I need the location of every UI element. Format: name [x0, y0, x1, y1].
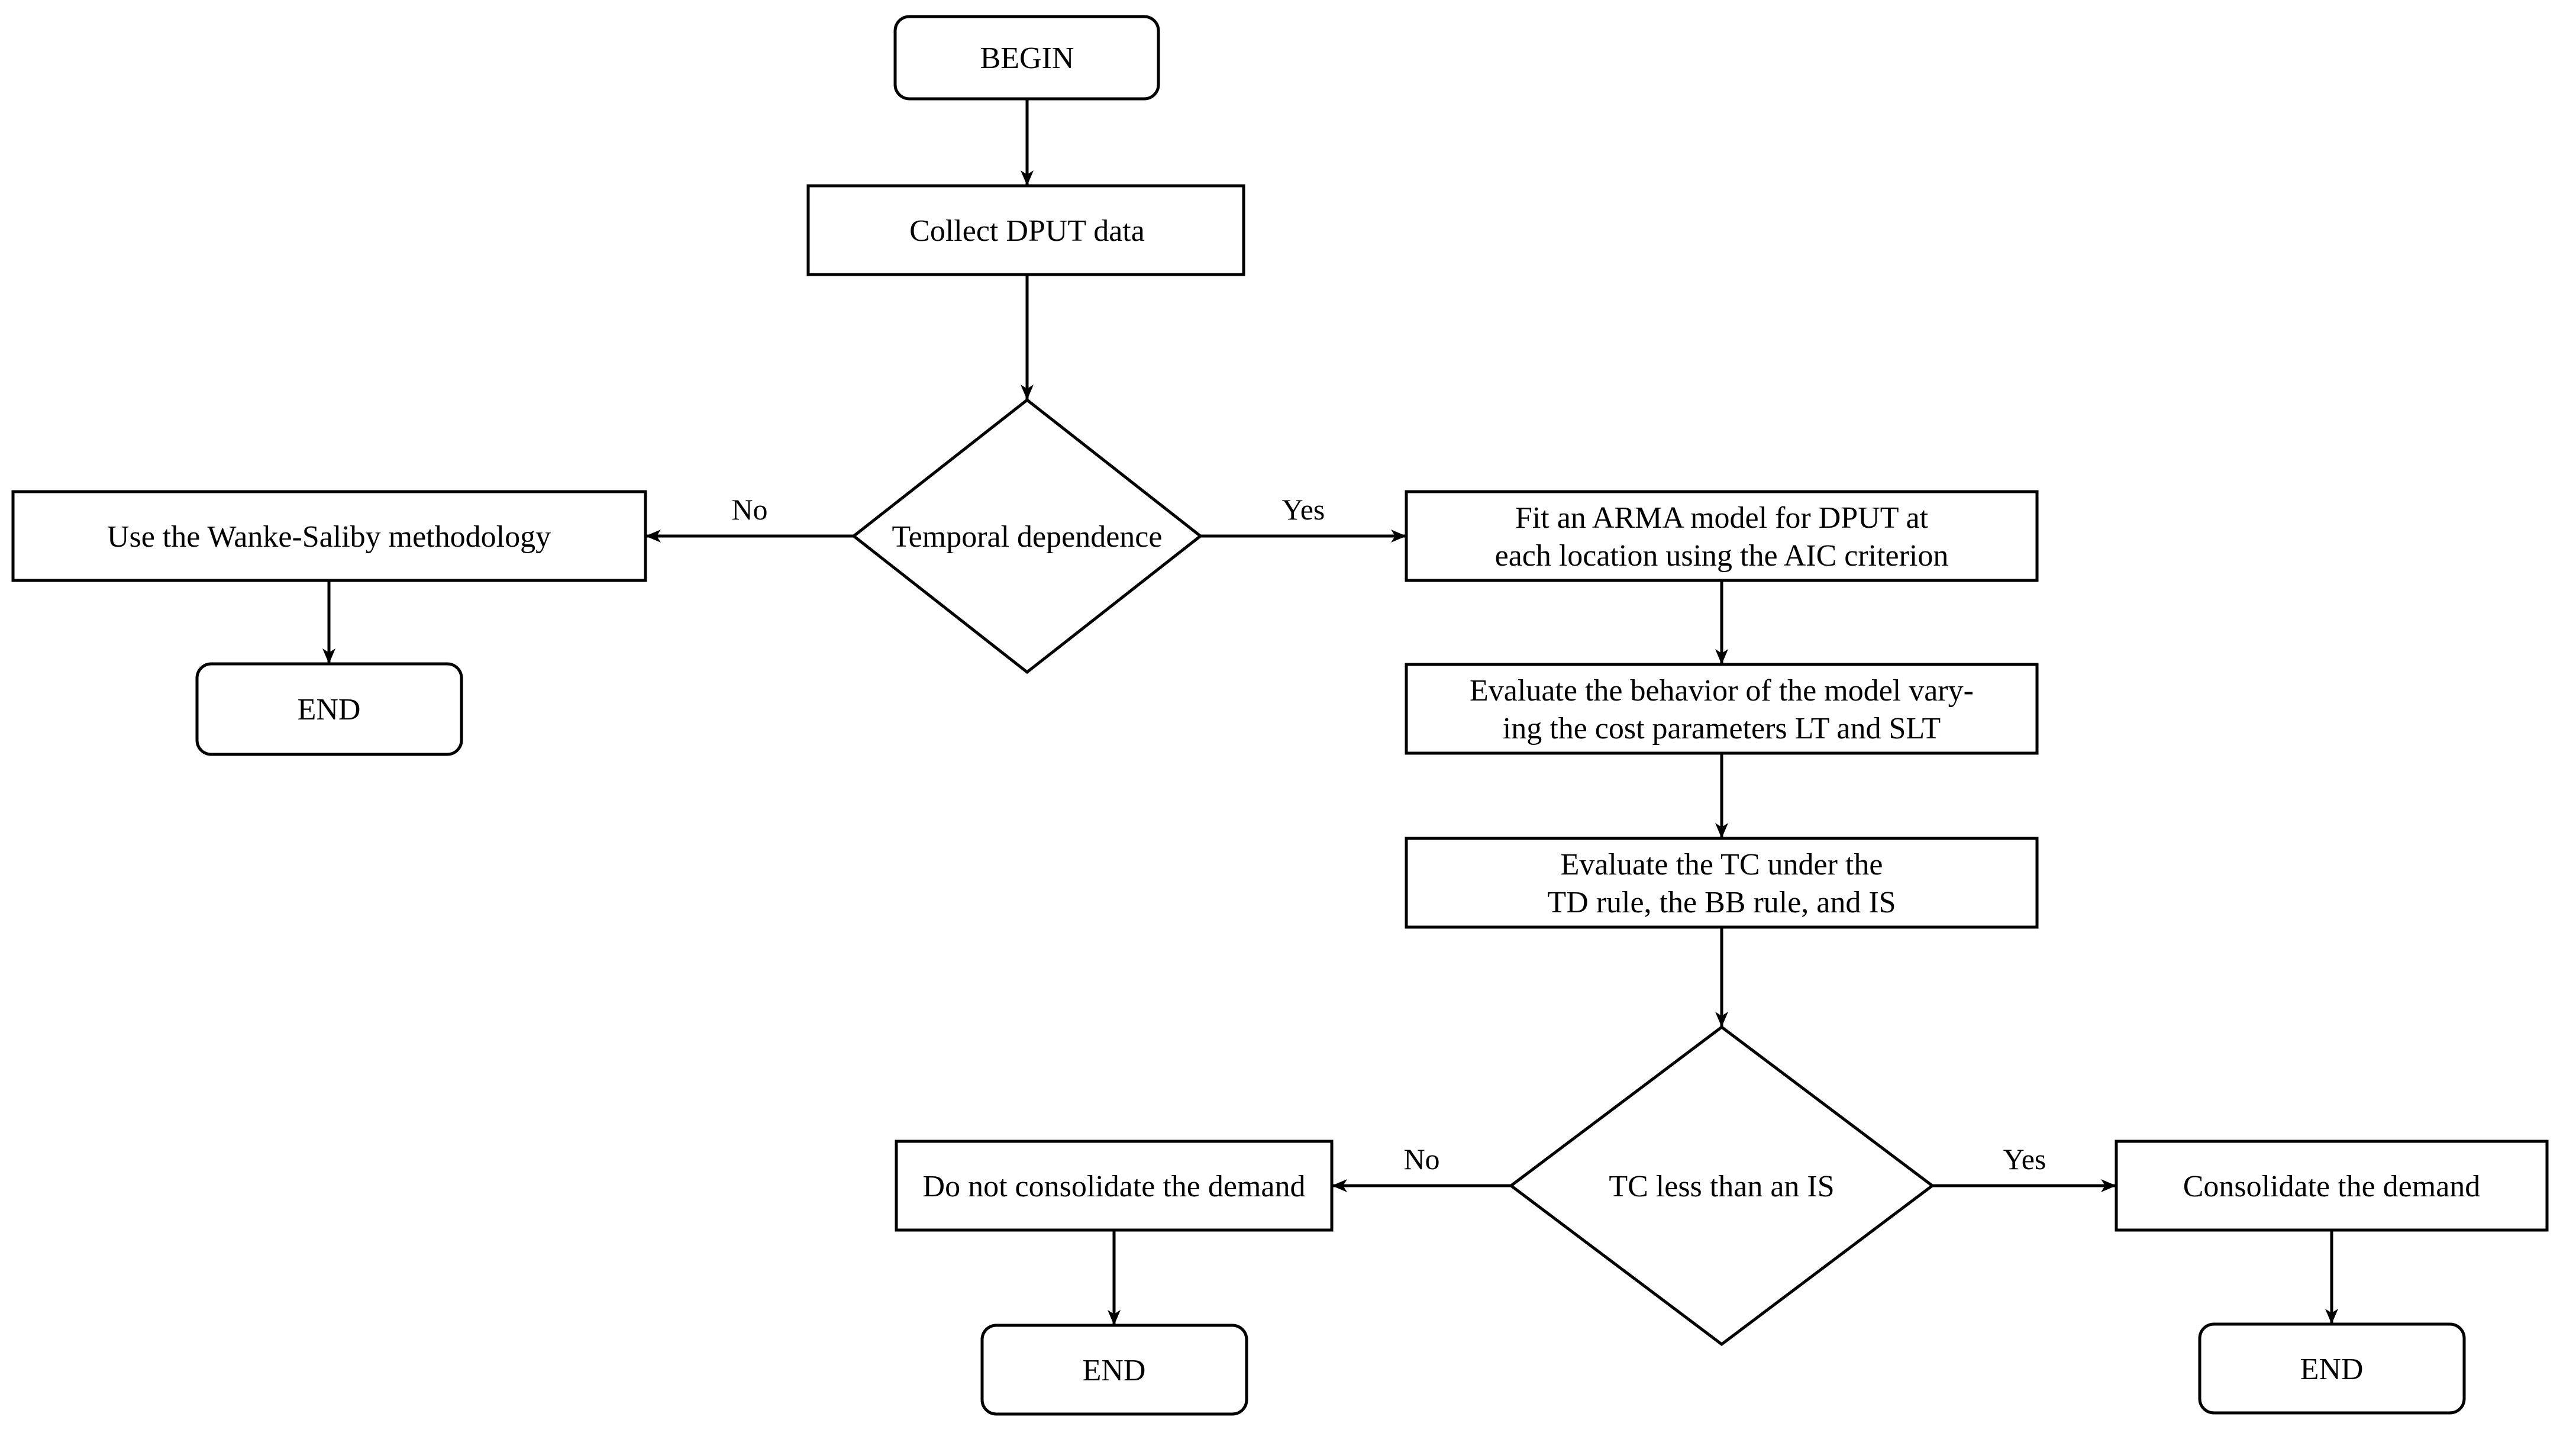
tc-less-diamond — [1508, 1025, 1935, 1347]
end-bottom-right-terminal-shape — [2198, 1322, 2466, 1415]
node-consolidate: Consolidate the demand — [2115, 1140, 2549, 1232]
begin-terminal-shape — [893, 15, 1160, 101]
node-tc-less-decision: TC less than an IS — [1508, 1025, 1935, 1347]
label-decision-no: No — [1403, 1142, 1439, 1176]
node-evaluate-tc: Evaluate the TC under the TD rule, the B… — [1405, 837, 2039, 929]
evaluate-behavior-label-line1: Evaluate the behavior of the model vary- — [1470, 674, 1974, 708]
end-left-terminal-shape — [195, 662, 463, 756]
evaluate-behavior-shape — [1405, 663, 2039, 755]
end-bottom-left-terminal-shape — [980, 1324, 1248, 1416]
node-end-bottom-left: END — [980, 1324, 1248, 1416]
node-wanke-saliby: Use the Wanke-Saliby methodology — [11, 490, 647, 582]
evaluate-tc-label-line2: TD rule, the BB rule, and IS — [1547, 886, 1896, 919]
node-end-bottom-right: END — [2198, 1322, 2466, 1415]
evaluate-tc-shape — [1405, 837, 2039, 929]
begin-label: BEGIN — [980, 41, 1074, 75]
collect-dput-shape — [806, 184, 1245, 276]
node-evaluate-behavior: Evaluate the behavior of the model vary-… — [1405, 663, 2039, 755]
do-not-consolidate-shape — [895, 1140, 1334, 1232]
end-bottom-right-label: END — [2300, 1353, 2364, 1386]
tc-less-label: TC less than an IS — [1609, 1170, 1834, 1203]
wanke-saliby-label: Use the Wanke-Saliby methodology — [107, 520, 551, 554]
label-temporal-yes: Yes — [1282, 493, 1325, 526]
node-fit-arma: Fit an ARMA model for DPUT at each locat… — [1405, 490, 2039, 582]
label-decision-yes: Yes — [2003, 1142, 2046, 1176]
node-begin: BEGIN — [893, 15, 1160, 101]
temporal-dependence-diamond — [851, 398, 1203, 674]
evaluate-tc-label-line1: Evaluate the TC under the — [1561, 848, 1883, 882]
fit-arma-shape — [1405, 490, 2039, 582]
edge-labels: No Yes No Yes — [731, 493, 2046, 1176]
label-temporal-no: No — [731, 493, 767, 526]
consolidate-label: Consolidate the demand — [2183, 1170, 2481, 1203]
end-left-label: END — [298, 693, 361, 727]
edges — [322, 99, 2338, 1325]
evaluate-behavior-label-line2: ing the cost parameters LT and SLT — [1503, 712, 1941, 745]
node-temporal-dependence-decision: Temporal dependence — [851, 398, 1203, 674]
end-bottom-left-label: END — [1083, 1354, 1146, 1387]
consolidate-shape — [2115, 1140, 2549, 1232]
fit-arma-label-line2: each location using the AIC criterion — [1495, 539, 1949, 573]
wanke-saliby-shape — [11, 490, 647, 582]
temporal-dependence-label: Temporal dependence — [892, 520, 1163, 554]
collect-dput-label: Collect DPUT data — [909, 214, 1145, 248]
fit-arma-label-line1: Fit an ARMA model for DPUT at — [1515, 501, 1929, 535]
node-do-not-consolidate: Do not consolidate the demand — [895, 1140, 1334, 1232]
node-end-left: END — [195, 662, 463, 756]
node-collect-dput: Collect DPUT data — [806, 184, 1245, 276]
do-not-consolidate-label: Do not consolidate the demand — [923, 1170, 1306, 1203]
